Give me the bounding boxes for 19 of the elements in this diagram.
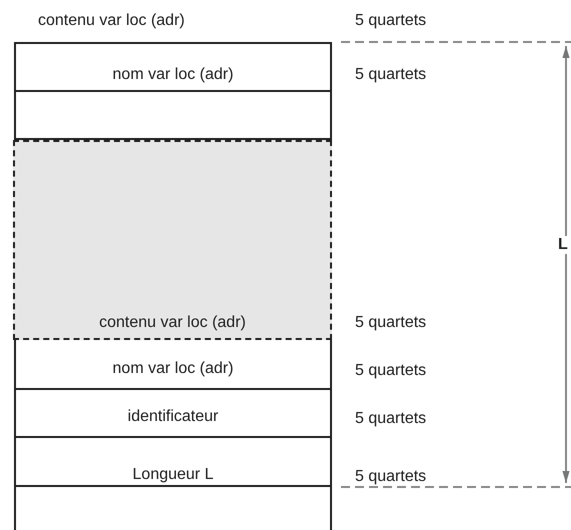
size-label: 5 quartets xyxy=(355,362,426,380)
memory-cell xyxy=(14,42,332,92)
dimension-label: L xyxy=(557,236,569,254)
memory-cell xyxy=(14,390,332,438)
shaded-memory-region xyxy=(13,140,332,340)
cell-label: contenu var loc (adr) xyxy=(98,314,247,332)
cell-label: Longueur L xyxy=(132,466,214,484)
size-label: 5 quartets xyxy=(355,66,426,84)
memory-cell xyxy=(14,340,332,390)
empty-memory-cell xyxy=(14,487,332,530)
size-label: 5 quartets xyxy=(355,12,426,30)
size-label: 5 quartets xyxy=(355,410,426,428)
memory-cell xyxy=(14,438,332,487)
cell-label: nom var loc (adr) xyxy=(112,66,234,84)
size-label: 5 quartets xyxy=(355,468,426,486)
cell-label: identificateur xyxy=(126,408,220,426)
cell-label: nom var loc (adr) xyxy=(112,360,234,378)
stack-top-label: contenu var loc (adr) xyxy=(38,12,185,30)
size-label: 5 quartets xyxy=(355,314,426,332)
